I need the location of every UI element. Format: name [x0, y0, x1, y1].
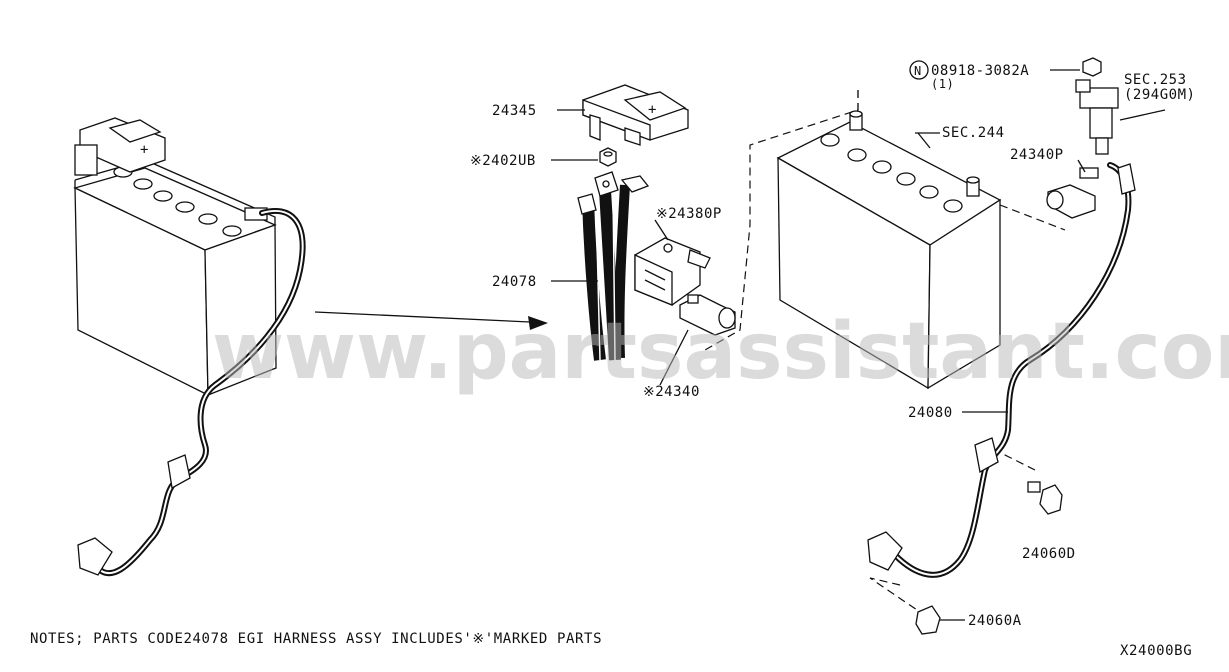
- harness-cable-icon: [577, 171, 650, 361]
- svg-text:+: +: [648, 102, 657, 118]
- label-08918: 08918-3082A: [931, 63, 1029, 79]
- label-sec253-sub: (294G0M): [1124, 87, 1195, 103]
- label-24080: 24080: [908, 405, 953, 421]
- label-24380p: ※24380P: [656, 206, 722, 222]
- label-24078: 24078: [492, 274, 537, 290]
- label-24340: ※24340: [643, 384, 700, 400]
- circle-n-symbol-icon: N: [909, 60, 929, 80]
- terminal-clamp-icon: [1046, 167, 1099, 219]
- clip-icon: [867, 437, 999, 571]
- bolt-icon: [915, 605, 965, 635]
- label-2402ub: ※2402UB: [470, 153, 536, 169]
- label-24340p: 24340P: [1010, 147, 1064, 163]
- terminal-cover-icon: +: [582, 84, 689, 146]
- sensor-icon: [1075, 57, 1119, 155]
- right-battery-icon: [704, 90, 1002, 390]
- nut-icon: [599, 147, 617, 167]
- left-battery-icon: +: [73, 117, 277, 397]
- notes-text: NOTES; PARTS CODE24078 EGI HARNESS ASSY …: [30, 631, 602, 647]
- svg-text:N: N: [914, 64, 922, 78]
- terminal-clamp-icon: [679, 294, 736, 336]
- label-24060a: 24060A: [968, 613, 1022, 629]
- label-sec244: SEC.244: [942, 125, 1005, 141]
- diagram-code: X24000BG: [1120, 643, 1192, 659]
- label-sec253: SEC.253: [1124, 72, 1187, 88]
- label-24345: 24345: [492, 103, 537, 119]
- svg-text:+: +: [140, 142, 149, 158]
- bolt-icon: [1027, 481, 1063, 515]
- clip-icon: [77, 454, 191, 576]
- arrow-icon: [314, 311, 548, 330]
- fuse-block-icon: [634, 237, 711, 306]
- label-08918-qty: (1): [931, 77, 954, 91]
- label-24060d: 24060D: [1022, 546, 1076, 562]
- watermark: www.partsassistant.com: [212, 307, 1229, 397]
